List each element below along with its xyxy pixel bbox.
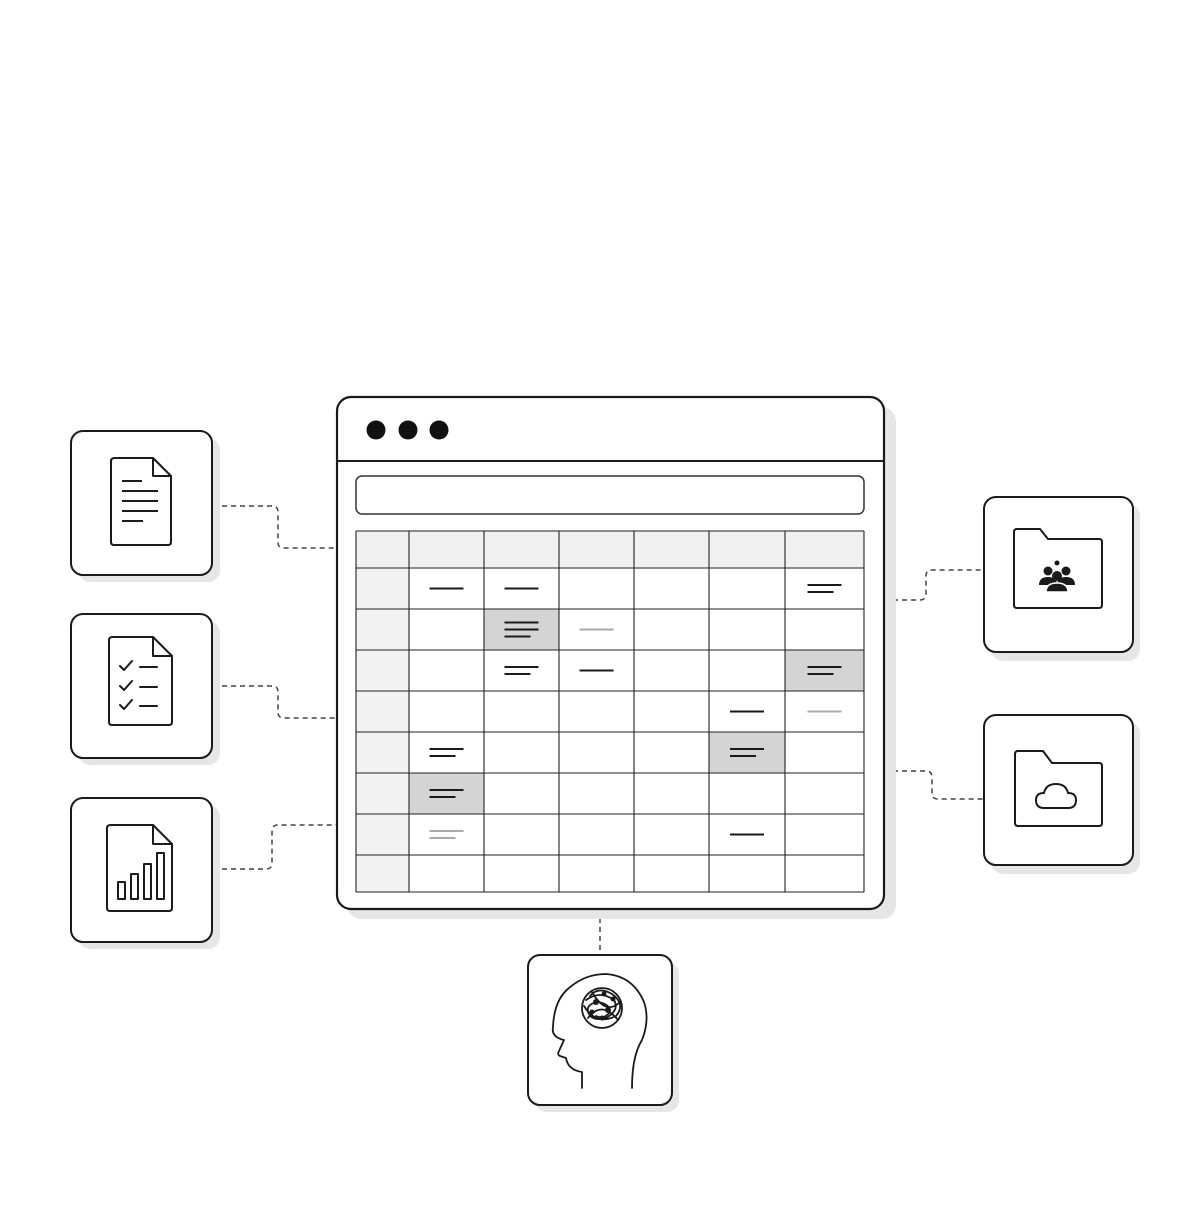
highlighted-cell[interactable] (785, 650, 864, 691)
app-window (335, 395, 896, 919)
connector-checklist (213, 685, 337, 719)
checklist-icon (108, 636, 173, 726)
cell-text-lines[interactable] (730, 748, 764, 757)
window-dot-2[interactable] (398, 420, 418, 440)
cell-text-lines[interactable] (504, 666, 539, 675)
connectors (213, 505, 984, 955)
brain-scribble (589, 991, 616, 1021)
cell-text-lines[interactable] (429, 789, 464, 798)
cell-text-lines[interactable] (807, 584, 842, 593)
window-dot-3[interactable] (429, 420, 449, 440)
connector-document (213, 505, 337, 549)
connector-report (213, 824, 337, 870)
connector-shared-folder (884, 569, 984, 601)
cell-text-lines[interactable] (429, 748, 464, 757)
window-dot-1[interactable] (366, 420, 386, 440)
spreadsheet-grid (355, 530, 865, 893)
node-document[interactable] (70, 430, 220, 582)
cell-text-lines[interactable] (429, 830, 464, 839)
node-checklist[interactable] (70, 613, 220, 765)
cell-text-lines[interactable] (807, 666, 842, 675)
node-cloud-folder[interactable] (983, 714, 1140, 874)
document-icon (110, 457, 172, 546)
highlighted-cell[interactable] (709, 732, 785, 773)
cell-text-lines[interactable] (504, 621, 539, 638)
grid-header-row (356, 531, 864, 568)
grid-row-header-column (356, 568, 409, 892)
connector-cloud-folder (884, 770, 984, 800)
node-shared-folder[interactable] (983, 496, 1140, 661)
highlighted-cell[interactable] (409, 773, 484, 814)
node-knowledge[interactable] (527, 954, 679, 1112)
search-bar[interactable] (355, 475, 865, 515)
bar-chart-document-icon (106, 824, 173, 912)
team-folder-icon (1013, 528, 1103, 609)
cloud-folder-icon (1014, 750, 1103, 827)
node-report[interactable] (70, 797, 220, 949)
